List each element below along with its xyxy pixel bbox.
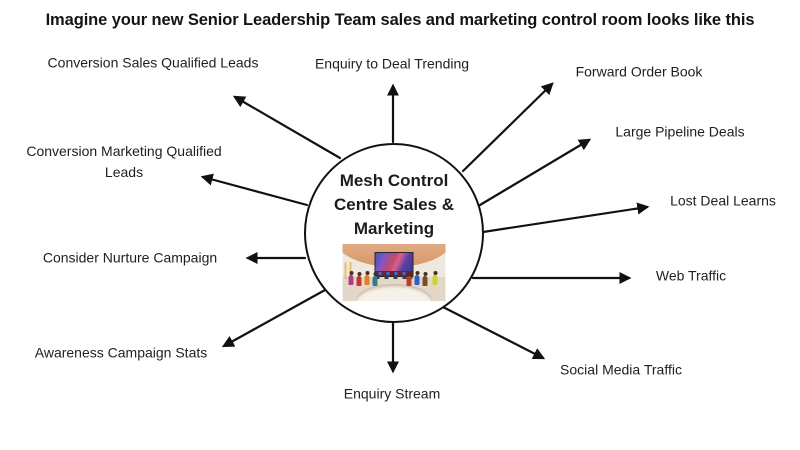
spoke-label-forward-order-book: Forward Order Book bbox=[575, 63, 703, 80]
person bbox=[406, 272, 412, 286]
yellow-wall-slats bbox=[344, 262, 354, 280]
arrow-conversion-sales-qualified-leads bbox=[232, 95, 342, 160]
person bbox=[414, 271, 420, 285]
hub-label: Mesh Control Centre Sales & Marketing bbox=[334, 171, 454, 238]
spoke-label-awareness-campaign-stats: Awareness Campaign Stats bbox=[34, 344, 208, 361]
person bbox=[348, 271, 354, 285]
person bbox=[432, 271, 438, 285]
spoke-label-enquiry-stream: Enquiry Stream bbox=[343, 385, 441, 402]
person bbox=[422, 272, 428, 286]
person bbox=[372, 272, 378, 286]
display-ticker-strip bbox=[375, 270, 413, 277]
spoke-label-conversion-sales-qualified-leads: Conversion Sales Qualified Leads bbox=[47, 54, 259, 71]
spoke-label-lost-deal-learns: Lost Deal Learns bbox=[670, 192, 776, 209]
person bbox=[356, 272, 362, 286]
spoke-label-conversion-marketing-qualified-leads: Conversion Marketing Qualified Leads bbox=[26, 143, 222, 180]
arrow-awareness-campaign-stats bbox=[221, 288, 327, 348]
arrow-lost-deal-learns bbox=[481, 202, 650, 234]
arrow-conversion-marketing-qualified-leads bbox=[200, 173, 309, 207]
arrow-social-media-traffic bbox=[441, 305, 546, 360]
curved-table bbox=[355, 283, 433, 301]
control-room-photo bbox=[342, 244, 446, 301]
hub-circle: Mesh Control Centre Sales & Marketing bbox=[304, 143, 484, 323]
laptops-row bbox=[375, 276, 413, 280]
spoke-label-consider-nurture-campaign: Consider Nurture Campaign bbox=[42, 249, 218, 266]
spoke-label-social-media-traffic: Social Media Traffic bbox=[560, 361, 682, 378]
arrow-large-pipeline-deals bbox=[478, 138, 592, 207]
spoke-label-web-traffic: Web Traffic bbox=[655, 267, 727, 284]
person bbox=[364, 271, 370, 285]
arrow-forward-order-book bbox=[461, 82, 554, 173]
spoke-label-enquiry-to-deal-trending: Enquiry to Deal Trending bbox=[314, 55, 470, 72]
page-title: Imagine your new Senior Leadership Team … bbox=[45, 11, 755, 29]
spoke-label-large-pipeline-deals: Large Pipeline Deals bbox=[615, 123, 745, 140]
